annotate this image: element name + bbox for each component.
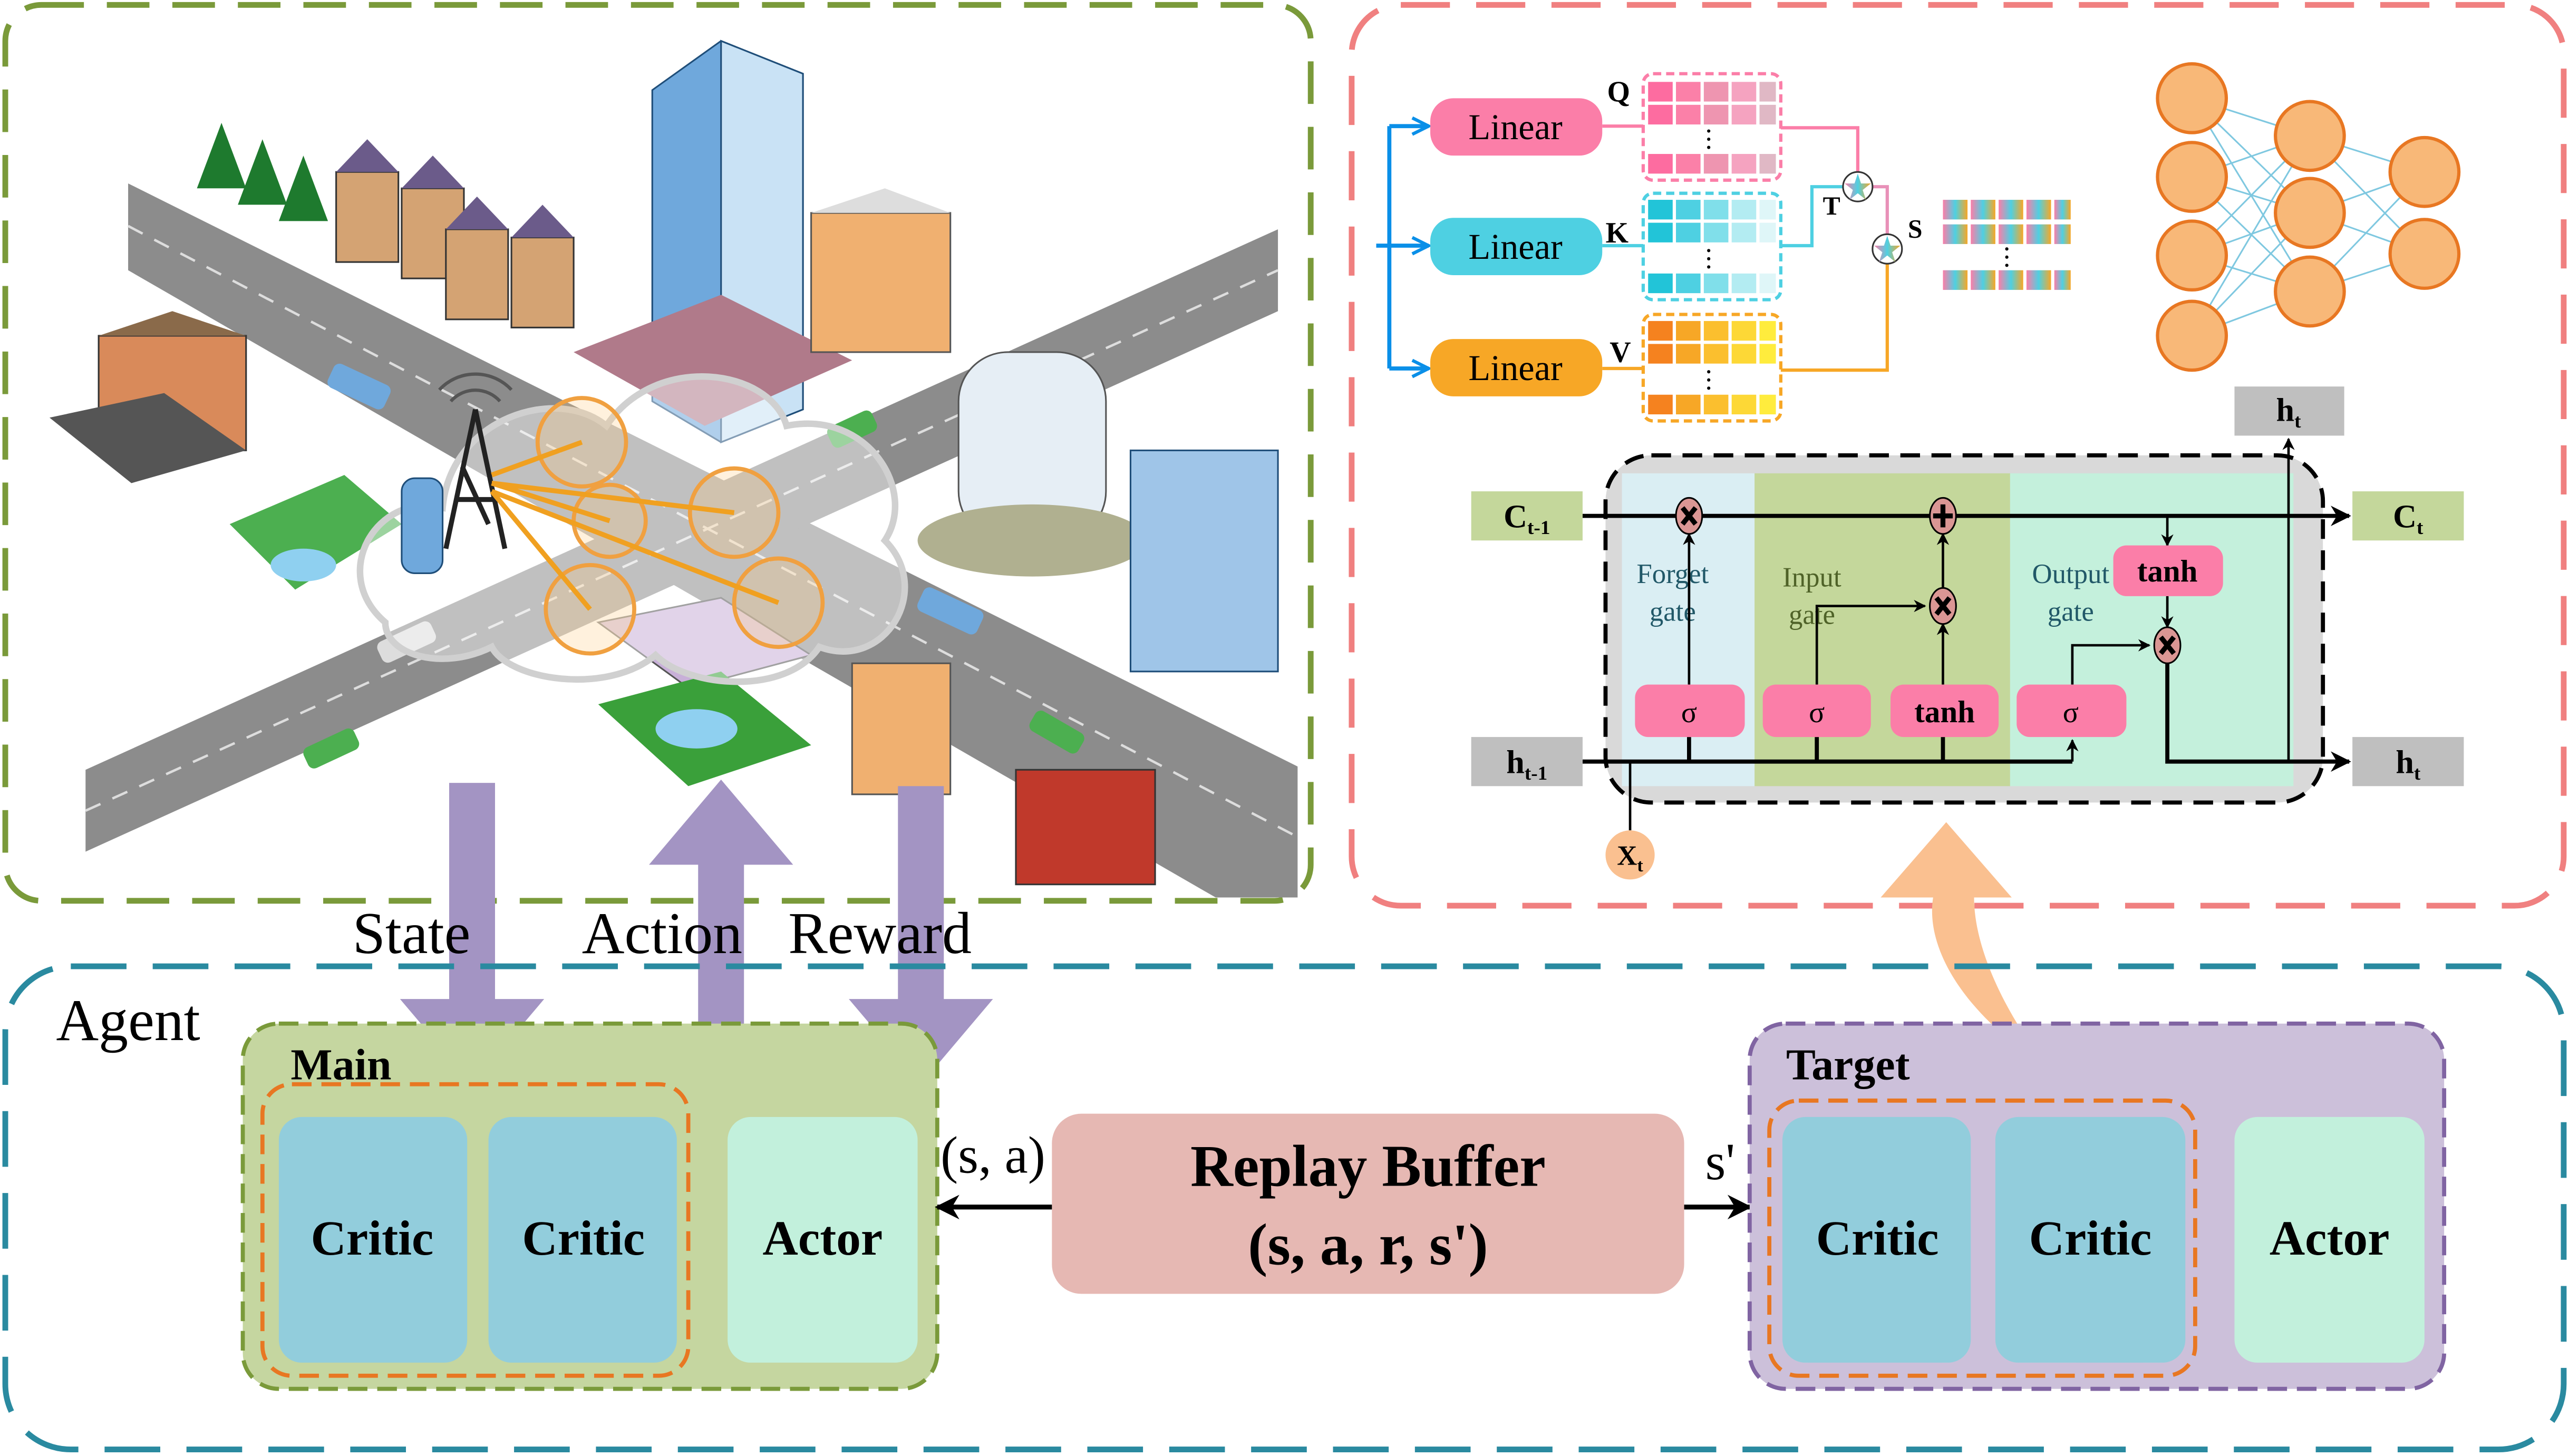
houses <box>98 139 575 451</box>
v-label: V <box>1610 336 1631 369</box>
k-matrix <box>1641 191 1782 302</box>
reward-label: Reward <box>788 901 972 966</box>
main-title: Main <box>290 1040 391 1089</box>
h-prev-box <box>1471 737 1583 787</box>
target-actor <box>2234 1117 2425 1363</box>
s-prime-label: s' <box>1705 1132 1736 1191</box>
state-label: State <box>353 901 471 966</box>
state-arrow <box>400 783 545 1084</box>
c-prev-label: Ct-1 <box>1504 499 1550 538</box>
replay-buffer-tuple: (s, a, r, s') <box>1248 1212 1488 1277</box>
q-matrix <box>1641 72 1782 182</box>
output-gate-region <box>2010 473 2294 787</box>
c-prev-box <box>1471 491 1583 541</box>
main-critic-1-label: Critic <box>311 1211 434 1266</box>
h-out-box <box>2352 737 2464 787</box>
cell-tower-icon <box>438 372 513 549</box>
target-critic-2-label: Critic <box>2029 1211 2152 1266</box>
main-network: Main Critic Critic Actor <box>240 1021 939 1391</box>
target-network: Target Critic Critic Actor <box>1747 1021 2447 1391</box>
main-actor-label: Actor <box>763 1211 883 1266</box>
input-tanh-block <box>1891 684 1999 737</box>
v-matrix <box>1641 313 1782 423</box>
input-sigmoid-block <box>1762 684 1871 737</box>
cars <box>303 363 1084 769</box>
linear-k-block <box>1430 218 1603 275</box>
input-sigma-label: σ <box>1809 696 1825 729</box>
k-label: K <box>1605 217 1628 249</box>
q-label: Q <box>1607 76 1631 109</box>
replay-buffer: Replay Buffer (s, a, r, s') <box>1052 1113 1684 1294</box>
skyscraper <box>574 40 852 444</box>
h-top-label: ht <box>2276 392 2302 432</box>
action-label: Action <box>582 901 742 966</box>
linear-q-block <box>1430 98 1603 156</box>
reward-arrow <box>849 786 993 1084</box>
c-out-box <box>2352 491 2464 541</box>
target-actor-label: Actor <box>2270 1211 2390 1266</box>
attention-output-matrix <box>1943 200 2071 290</box>
main-critic-2-label: Critic <box>522 1211 645 1266</box>
neural-network-icon <box>2156 62 2461 372</box>
s-label: S <box>1908 214 1923 243</box>
agent-panel: Agent Main Critic Critic Actor Replay Bu… <box>2 963 2567 1453</box>
output-sigmoid-block <box>2017 684 2127 737</box>
x-input-label: Xt <box>1617 840 1643 875</box>
update-arrow <box>1880 822 2048 1068</box>
signal-links <box>490 440 780 611</box>
office-building <box>49 188 1279 886</box>
output-tanh-label: tanh <box>2137 554 2198 588</box>
action-arrow <box>649 779 793 1084</box>
linear-v-label: Linear <box>1468 348 1563 388</box>
linear-k-label: Linear <box>1468 227 1563 267</box>
output-tanh-block <box>2113 545 2223 596</box>
network-panel: Linear Linear Linear Q K V <box>1349 2 2567 909</box>
h-prev-label: ht-1 <box>1506 744 1547 784</box>
target-critic-1 <box>1782 1117 1971 1363</box>
agent-title: Agent <box>56 988 200 1053</box>
main-critic-2 <box>488 1117 677 1363</box>
forget-sigmoid-block <box>1635 684 1745 737</box>
target-title: Target <box>1786 1040 1910 1089</box>
linear-q-label: Linear <box>1468 107 1563 147</box>
replay-buffer-title: Replay Buffer <box>1190 1133 1546 1199</box>
target-critic-2 <box>1995 1117 2186 1363</box>
main-actor <box>728 1117 918 1363</box>
linear-v-block <box>1430 339 1603 396</box>
forget-sigma-label: σ <box>1681 696 1697 729</box>
trees <box>197 123 328 221</box>
t-label: T <box>1823 191 1840 220</box>
h-out-label: ht <box>2396 744 2421 784</box>
input-tanh-label: tanh <box>1914 694 1975 729</box>
environment-panel <box>2 2 1314 904</box>
h-top-box <box>2234 386 2344 436</box>
self-attention: Linear Linear Linear Q K V <box>1376 72 2071 423</box>
sa-label: (s, a) <box>941 1126 1045 1185</box>
c-out-label: Ct <box>2393 499 2423 538</box>
x-input-node <box>1605 830 1655 880</box>
output-sigma-label: σ <box>2063 696 2079 729</box>
target-critic-1-label: Critic <box>1816 1211 1939 1266</box>
main-critic-1 <box>278 1117 468 1363</box>
